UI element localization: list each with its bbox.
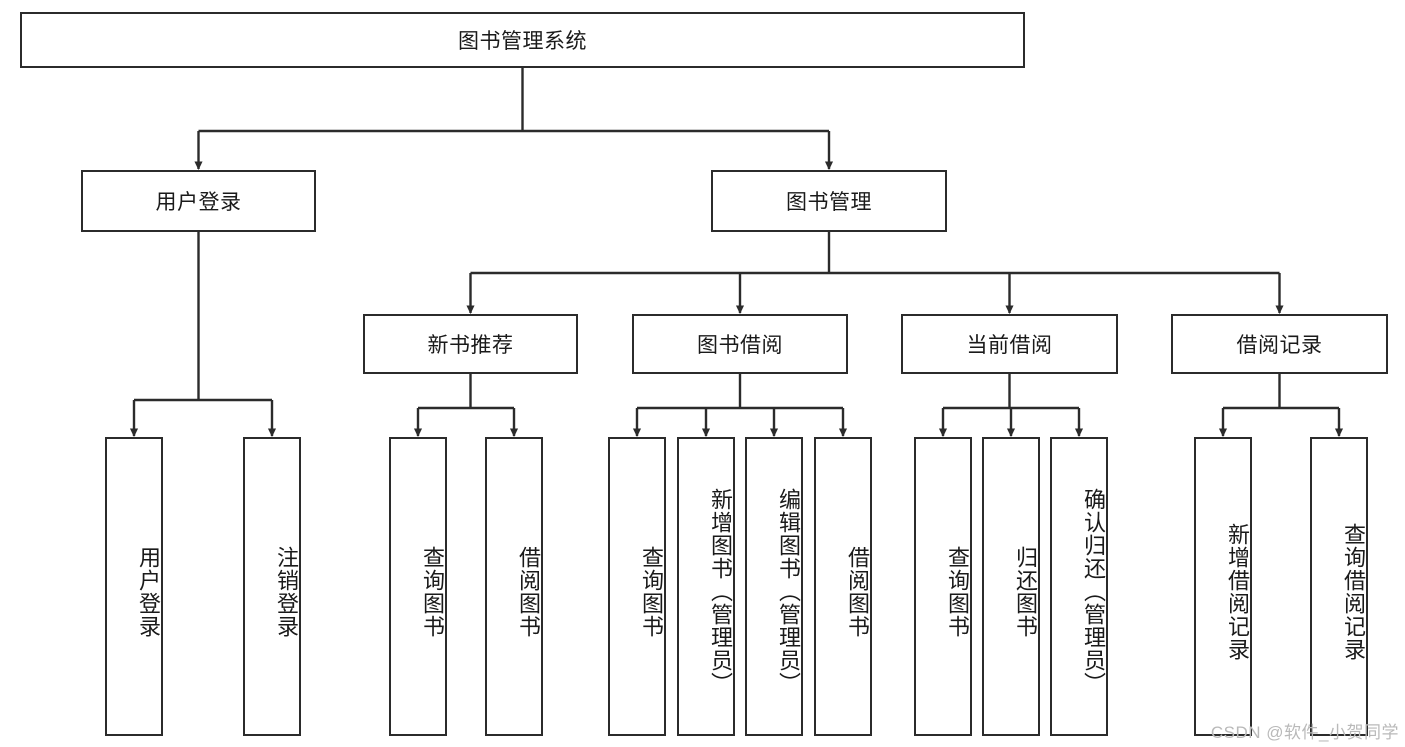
node-leaf-add-book-admin[interactable]: 新增图书（管理员） <box>677 437 735 736</box>
watermark: CSDN @软件_小贺同学 <box>1210 723 1399 742</box>
node-label: 查询图书 <box>420 545 445 638</box>
node-leaf-borrow-book-recommend[interactable]: 借阅图书 <box>485 437 543 736</box>
node-leaf-add-borrow-record[interactable]: 新增借阅记录 <box>1194 437 1252 736</box>
node-leaf-edit-book-admin[interactable]: 编辑图书（管理员） <box>745 437 803 736</box>
node-current-borrow[interactable]: 当前借阅 <box>901 314 1118 374</box>
node-label: 借阅图书 <box>516 545 541 638</box>
node-leaf-confirm-return-admin[interactable]: 确认归还（管理员） <box>1050 437 1108 736</box>
node-label: 查询图书 <box>945 545 970 638</box>
node-leaf-user-login[interactable]: 用户登录 <box>105 437 163 736</box>
node-book-management[interactable]: 图书管理 <box>711 170 947 232</box>
node-leaf-borrow-book[interactable]: 借阅图书 <box>814 437 872 736</box>
node-label: 归还图书 <box>1013 545 1038 638</box>
node-leaf-query-book[interactable]: 查询图书 <box>608 437 666 736</box>
node-leaf-logout[interactable]: 注销登录 <box>243 437 301 736</box>
node-label: 图书管理 <box>786 191 872 214</box>
node-root[interactable]: 图书管理系统 <box>20 12 1025 68</box>
node-label: 编辑图书（管理员） <box>776 488 801 695</box>
node-label: 注销登录 <box>274 545 299 638</box>
node-leaf-return-book[interactable]: 归还图书 <box>982 437 1040 736</box>
node-leaf-query-book-current[interactable]: 查询图书 <box>914 437 972 736</box>
node-new-book-recommend[interactable]: 新书推荐 <box>363 314 578 374</box>
node-label: 图书管理系统 <box>458 30 587 53</box>
node-label: 新书推荐 <box>427 334 514 357</box>
node-label: 用户登录 <box>155 191 242 214</box>
node-label: 当前借阅 <box>966 334 1053 357</box>
node-label: 新增借阅记录 <box>1225 522 1250 661</box>
node-book-borrow[interactable]: 图书借阅 <box>632 314 848 374</box>
node-label: 用户登录 <box>136 545 161 638</box>
node-leaf-query-borrow-record[interactable]: 查询借阅记录 <box>1310 437 1368 736</box>
node-leaf-query-book-recommend[interactable]: 查询图书 <box>389 437 447 736</box>
node-label: 借阅记录 <box>1236 334 1323 357</box>
node-label: 查询图书 <box>639 545 664 638</box>
node-label: 查询借阅记录 <box>1341 522 1366 661</box>
node-label: 确认归还（管理员） <box>1081 488 1106 695</box>
node-label: 新增图书（管理员） <box>708 488 733 695</box>
node-label: 图书借阅 <box>697 334 783 357</box>
node-label: 借阅图书 <box>845 545 870 638</box>
node-user-login[interactable]: 用户登录 <box>81 170 316 232</box>
node-borrow-record[interactable]: 借阅记录 <box>1171 314 1388 374</box>
